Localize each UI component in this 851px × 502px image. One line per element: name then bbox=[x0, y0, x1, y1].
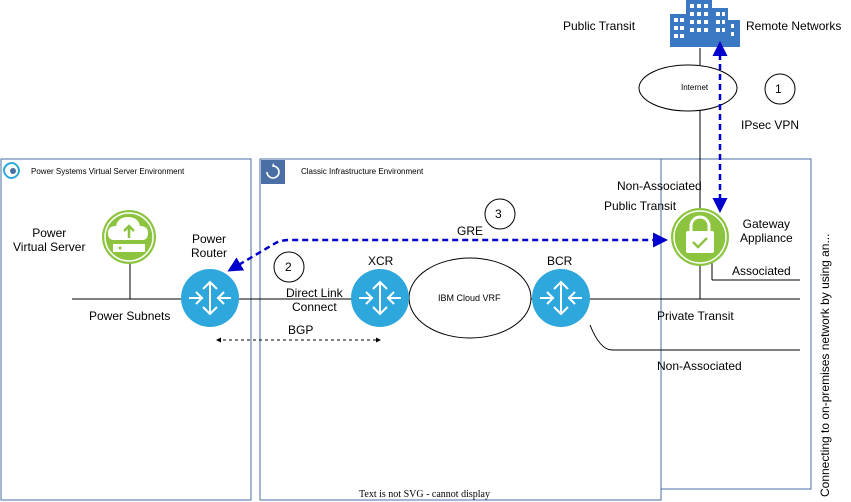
power-router-label: Power Router bbox=[191, 232, 228, 260]
associated-label: Associated bbox=[732, 264, 791, 278]
power-virtual-server-label: Power Virtual Server bbox=[13, 226, 86, 254]
buildings-icon bbox=[670, 0, 740, 47]
step-1-circle bbox=[764, 73, 796, 105]
classic-environment-label: Classic Infrastructure Environment bbox=[301, 167, 424, 176]
power-virtual-server-icon bbox=[102, 210, 156, 264]
power-environment-box bbox=[0, 158, 252, 501]
step-2-label: 2 bbox=[285, 260, 292, 274]
xcr-label: XCR bbox=[368, 254, 394, 268]
svg-warning-note: Text is not SVG - cannot display bbox=[359, 489, 490, 500]
bcr-router-icon bbox=[532, 269, 590, 327]
gateway-environment-box bbox=[660, 158, 812, 490]
direct-link-label: Direct Link Connect bbox=[286, 286, 343, 314]
classic-infrastructure-icon bbox=[261, 160, 285, 184]
side-caption: Connecting to on-premises network by usi… bbox=[818, 233, 832, 497]
public-transit-label: Public Transit bbox=[604, 199, 677, 213]
non-associated-top-label: Non-Associated bbox=[617, 179, 702, 193]
power-environment-label: Power Systems Virtual Server Environment bbox=[31, 167, 185, 176]
private-transit-label: Private Transit bbox=[657, 309, 734, 323]
gateway-appliance-label: Gateway Appliance bbox=[740, 217, 793, 245]
ipsec-vpn-label: IPsec VPN bbox=[741, 118, 800, 132]
non-associated-line bbox=[589, 324, 800, 351]
remote-networks-label: Remote Networks bbox=[746, 19, 842, 33]
power-subnets-label: Power Subnets bbox=[89, 309, 171, 323]
ibm-cloud-vrf-label: IBM Cloud VRF bbox=[438, 293, 501, 303]
power-router-icon bbox=[181, 269, 239, 327]
xcr-router-icon bbox=[351, 269, 409, 327]
gre-label: GRE bbox=[457, 224, 484, 238]
non-associated-bottom-label: Non-Associated bbox=[657, 359, 742, 373]
bgp-label: BGP bbox=[288, 323, 314, 337]
gre-tunnel-arrow bbox=[227, 232, 668, 272]
gateway-appliance-icon bbox=[671, 208, 729, 266]
public-transit-top-label: Public Transit bbox=[563, 19, 636, 33]
step-3-label: 3 bbox=[495, 207, 502, 221]
step-1-label: 1 bbox=[775, 82, 782, 96]
bcr-label: BCR bbox=[547, 254, 573, 268]
internet-label: Internet bbox=[681, 83, 709, 92]
power-systems-icon bbox=[2, 160, 24, 182]
step-3-circle bbox=[484, 198, 516, 230]
